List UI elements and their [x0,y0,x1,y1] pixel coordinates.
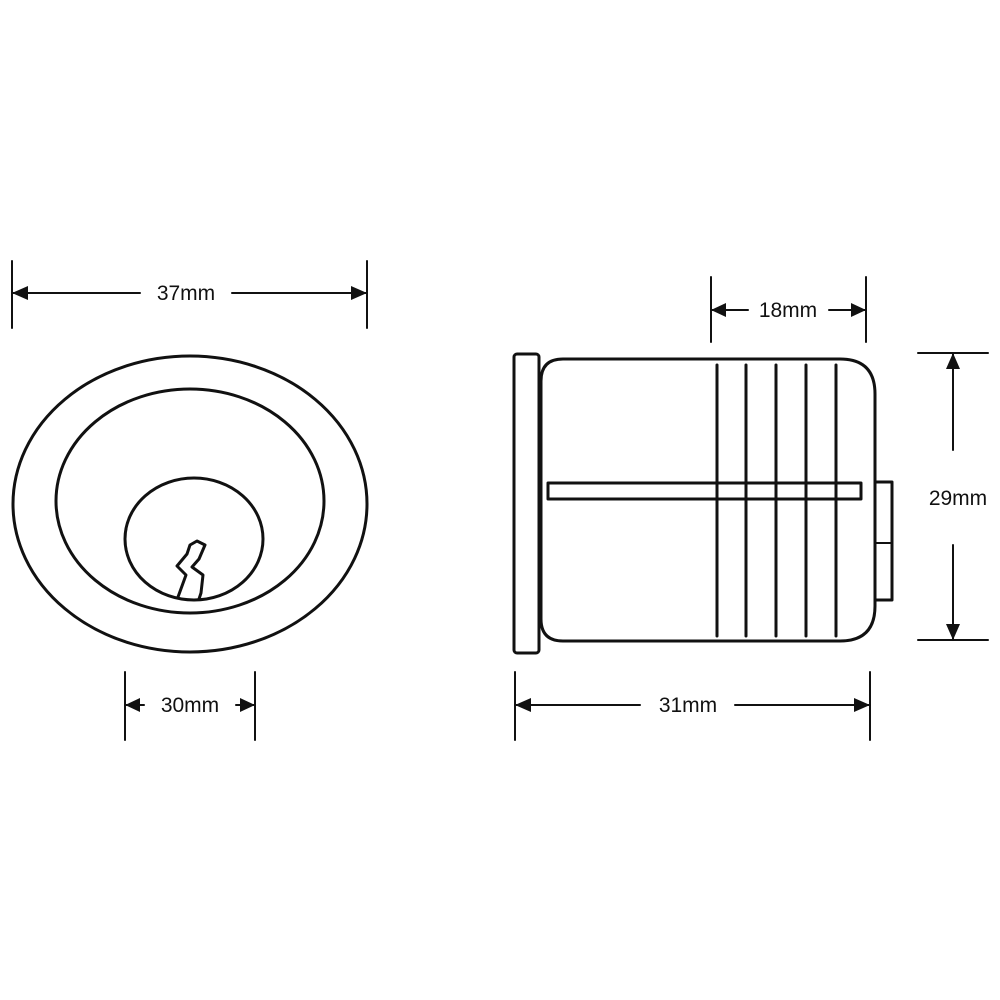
dimension-front-plug-width: 30mm [124,671,256,741]
keyway [175,539,207,601]
arrowhead-right [851,303,866,317]
arrowhead-right [854,698,870,712]
plug-face [123,476,265,602]
arrowhead-left [711,303,726,317]
dimension-label-37mm: 37mm [157,282,215,305]
arrowhead-left [515,698,531,712]
dimension-label-18mm: 18mm [759,299,817,322]
arrowhead-left [12,286,28,300]
flange [512,352,541,655]
arrowhead-top [946,353,960,369]
cylinder-body [539,357,877,643]
inner-rim [54,387,326,615]
arrowhead-right [351,286,367,300]
arrowhead-left [125,698,140,712]
arrowhead-right [240,698,255,712]
cam-block [873,480,894,602]
outer-rim [11,354,369,654]
retaining-bar [546,481,863,501]
dimension-label-30mm: 30mm [161,694,219,717]
front-view [11,354,369,654]
dimension-side-height: 29mm [917,352,989,641]
side-view [512,352,894,655]
arrowhead-bottom [946,624,960,640]
dimension-label-31mm: 31mm [659,694,717,717]
dimension-side-overall-length: 31mm [514,671,871,741]
dimension-label-29mm: 29mm [929,487,987,510]
dimension-front-overall-width: 37mm [11,260,368,329]
dimension-side-body-length: 18mm [710,276,867,343]
